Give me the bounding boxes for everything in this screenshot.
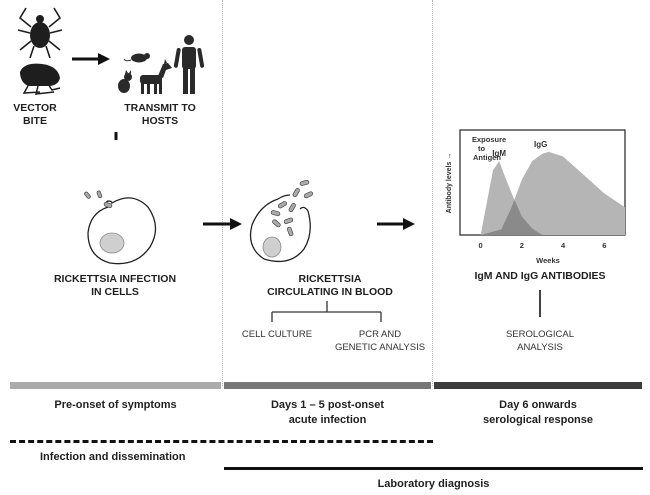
infection-dissemination-label: Infection and dissemination: [40, 451, 186, 463]
rat-icon: [123, 53, 150, 63]
transmit-hosts-label: TRANSMIT TO HOSTS: [124, 102, 196, 127]
infection-dissemination-span: [10, 440, 433, 443]
tick-icon: [17, 7, 63, 59]
x-tick-label: 2: [520, 241, 524, 250]
exposure-annotation: Exposure: [472, 135, 506, 144]
phase-bar-acute: [224, 382, 431, 389]
cell-culture-label: CELL CULTURE: [241, 329, 313, 340]
antibody-chart: Exposure to Antigen Antibody levels → Ig…: [446, 129, 626, 265]
human-icon: [173, 35, 205, 94]
column-divider: [432, 0, 433, 386]
x-tick-label: 0: [479, 241, 483, 250]
phase-bar-serological: [434, 382, 642, 389]
exposure-annotation: Antigen: [473, 153, 501, 162]
arrow-down-icon: [114, 132, 118, 140]
infected-cell-icon: [84, 190, 157, 265]
column2-graphics: [203, 179, 415, 263]
flea-icon: [20, 63, 61, 95]
x-tick-label: 4: [561, 241, 566, 250]
vector-bite-label: VECTOR BITE: [13, 102, 57, 127]
series-area-igm: [480, 161, 543, 235]
bursting-cell-icon: [249, 179, 314, 263]
phase-label-acute: Days 1 – 5 post-onset acute infection: [270, 399, 385, 426]
x-tick-label: 6: [602, 241, 606, 250]
vector-icons: [17, 7, 205, 140]
pcr-genetic-label: PCR AND GENETIC ANALYSIS: [334, 329, 426, 353]
antibodies-label: IgM AND IgG ANTIBODIES: [474, 270, 606, 282]
dog-icon: [140, 59, 172, 94]
series-label-igm: IgM: [492, 149, 506, 158]
x-axis-label: Weeks: [536, 256, 560, 265]
laboratory-diagnosis-label: Laboratory diagnosis: [377, 478, 490, 490]
phase-label-serological: Day 6 onwards serological response: [482, 399, 594, 426]
phase-label-pre-onset: Pre-onset of symptoms: [54, 399, 177, 411]
arrow-right-icon: [203, 218, 242, 230]
series-label-igg: IgG: [534, 140, 547, 149]
column-divider: [222, 0, 223, 386]
circulating-blood-label: RICKETTSIA CIRCULATING IN BLOOD: [267, 273, 393, 298]
exposure-annotation: to: [478, 144, 485, 153]
cat-icon: [118, 70, 132, 93]
y-axis-label: Antibody levels →: [446, 153, 453, 214]
connector-line: [539, 290, 541, 317]
serological-analysis-label: SEROLOGICAL ANALYSIS: [505, 329, 575, 353]
laboratory-diagnosis-span: [224, 467, 643, 470]
series-overlap-area: [480, 200, 543, 235]
arrow-right-icon: [72, 53, 110, 65]
method-bracket: [271, 301, 382, 322]
arrow-right-icon: [377, 218, 415, 230]
phase-bar-pre-onset: [10, 382, 221, 389]
infection-cells-label: RICKETTSIA INFECTION IN CELLS: [53, 273, 177, 298]
